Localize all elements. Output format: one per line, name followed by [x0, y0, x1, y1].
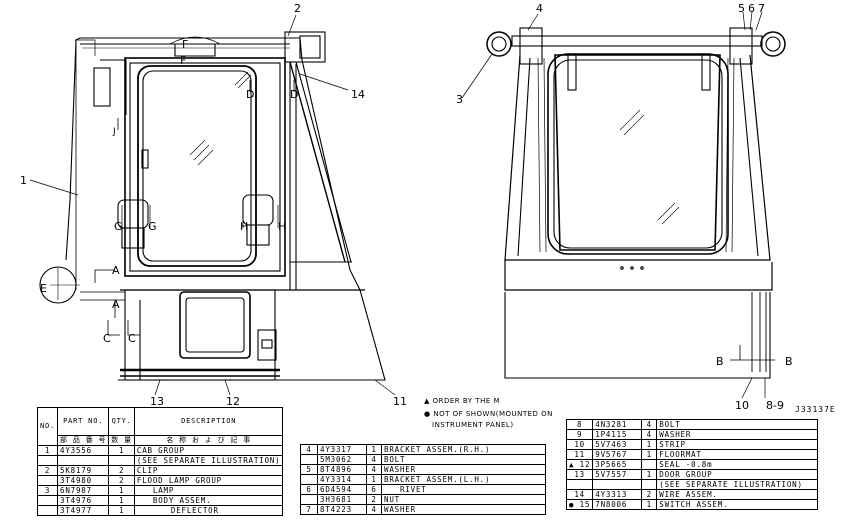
header-desc-jp: 名 称 お よ び 記 事 — [133, 435, 284, 446]
header-no: NO. — [36, 407, 59, 446]
callout-1: 1 — [20, 174, 27, 187]
header-part-jp: 部 品 番 号 — [57, 435, 110, 446]
view-d-right: D — [290, 88, 298, 101]
callout-14: 14 — [351, 88, 365, 101]
view-g-right: G — [148, 220, 157, 233]
view-h-left: H — [240, 220, 248, 233]
view-c-right: C — [128, 332, 136, 345]
note-not-shown-2: INSTRUMENT PANEL) — [432, 421, 514, 429]
callout-2: 2 — [294, 2, 301, 15]
view-d-left: D — [246, 88, 254, 101]
callout-10: 10 — [735, 399, 749, 412]
table-row: (SEE SEPARATE ILLUSTRATION) — [565, 479, 818, 490]
view-g-left: G — [114, 220, 123, 233]
view-e: E — [40, 282, 47, 295]
callout-4: 4 — [536, 2, 543, 15]
header-qty: QTY. — [108, 407, 135, 436]
view-b-right: B — [785, 355, 793, 368]
parts-table-1: NO. PART NO. QTY. DESCRIPTION 部 品 番 号 数 … — [36, 407, 284, 516]
view-b-left: B — [716, 355, 724, 368]
table-row: (SEE SEPARATE ILLUSTRATION) — [36, 455, 284, 466]
view-a-bottom: A — [112, 298, 120, 311]
callout-12: 12 — [226, 395, 240, 408]
note-not-shown: ● NOT OF SHOWN(MOUNTED ON — [424, 410, 553, 418]
view-a-top: A — [112, 264, 120, 277]
view-f-bottom: F — [180, 54, 186, 67]
left-view — [29, 14, 396, 396]
view-f-top: F — [182, 38, 188, 51]
callout-13: 13 — [150, 395, 164, 408]
callout-11: 11 — [393, 395, 407, 408]
right-view — [461, 11, 786, 399]
view-c-left: C — [103, 332, 111, 345]
header-qty-jp: 数 量 — [108, 435, 135, 446]
view-h-right: H — [278, 220, 286, 233]
note-order: ▲ ORDER BY THE M — [424, 397, 501, 405]
callout-8-9: 8-9 — [766, 399, 784, 412]
view-j-label: J — [112, 127, 116, 137]
callout-6: 6 — [748, 2, 755, 15]
header-desc: DESCRIPTION — [133, 407, 284, 436]
drawing-number: J33137E — [795, 405, 836, 414]
callout-3: 3 — [456, 93, 463, 106]
header-part: PART NO. — [57, 407, 110, 436]
callout-5: 5 — [738, 2, 745, 15]
callout-7: 7 — [758, 2, 765, 15]
